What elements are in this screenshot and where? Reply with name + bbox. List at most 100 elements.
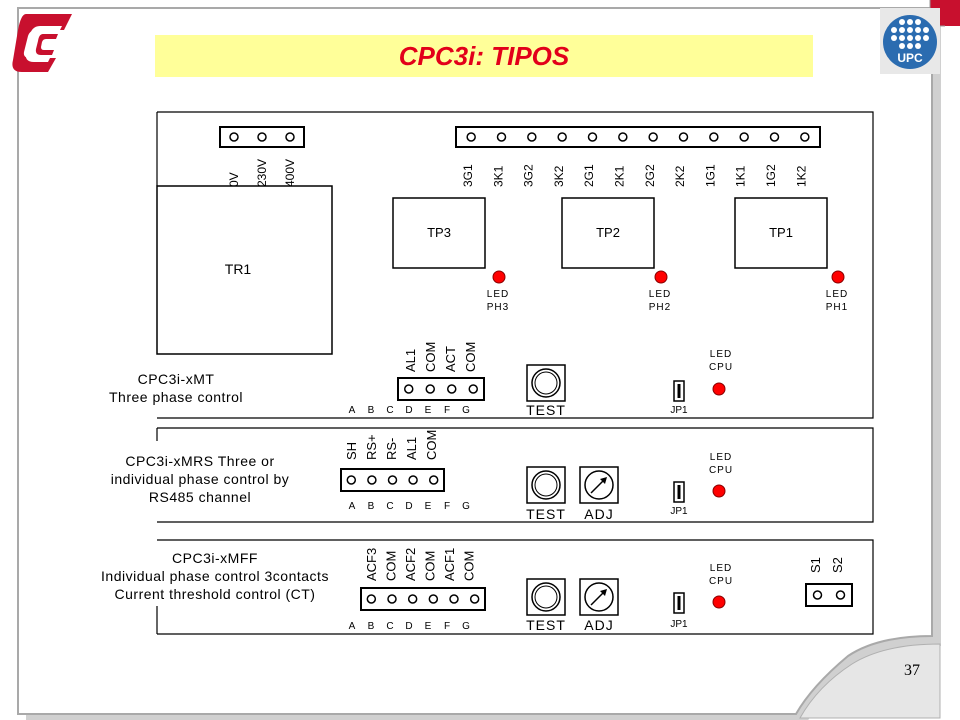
board-1-pin-label: ACT xyxy=(443,346,458,372)
terminal-hole xyxy=(449,594,459,604)
board-1-pin-label: COM xyxy=(463,342,478,372)
transformer-label: TR1 xyxy=(225,261,252,277)
tp-terminal-label: 2G2 xyxy=(643,164,657,187)
terminal-letter: D xyxy=(405,405,412,416)
terminal-hole xyxy=(557,132,567,142)
terminal-hole xyxy=(709,132,719,142)
terminal-letter: E xyxy=(425,405,432,416)
board-top-outline xyxy=(157,111,874,419)
board-3-jumper-label: JP1 xyxy=(670,619,688,630)
board-2-adj-label: ADJ xyxy=(584,506,613,522)
terminal-hole xyxy=(835,590,846,600)
board-2-pin-label: AL1 xyxy=(404,437,419,460)
phase-led-label: PH3 xyxy=(487,302,509,313)
upc-logo-text: UPC xyxy=(897,51,923,65)
test-button xyxy=(531,582,561,612)
tp-module-label: TP3 xyxy=(427,225,451,240)
board-3-led-label: LED xyxy=(710,563,732,574)
terminal-letter: F xyxy=(444,405,450,416)
terminal-letter: A xyxy=(349,501,356,512)
test-button xyxy=(531,470,561,500)
board-2-outline xyxy=(157,427,874,523)
board-2-test-label: TEST xyxy=(526,506,566,522)
terminal-hole xyxy=(428,594,439,604)
terminal-hole xyxy=(496,132,507,142)
board-2-led-label: CPU xyxy=(709,465,733,476)
terminal-hole xyxy=(769,132,780,142)
terminal-letter: G xyxy=(462,621,470,632)
terminal-hole xyxy=(468,384,478,394)
tp-terminal-label: 3G1 xyxy=(461,164,475,187)
board-3-terminal-strip xyxy=(360,587,486,611)
tp-terminal-label: 2K2 xyxy=(673,165,687,187)
terminal-hole xyxy=(678,132,689,142)
page-number: 37 xyxy=(904,662,920,679)
terminal-hole xyxy=(387,594,397,604)
title-bar: CPC3i: TIPOS xyxy=(155,35,813,77)
tp-terminal-label: 1G2 xyxy=(764,164,778,187)
page-title: CPC3i: TIPOS xyxy=(398,40,570,71)
tp-module xyxy=(392,197,486,269)
board-3-label: CPC3i-xMFF xyxy=(172,550,258,566)
board-3-led-label: CPU xyxy=(709,576,733,587)
terminal-letter: B xyxy=(368,621,375,632)
board-1-jumper-label: JP1 xyxy=(670,405,688,416)
board-2-pin-label: RS+ xyxy=(364,434,379,460)
board-3-switch-label: S1 xyxy=(808,557,823,573)
terminal-letter: C xyxy=(386,405,393,416)
board-3-pin-label: ACF1 xyxy=(442,548,457,581)
terminal-hole xyxy=(800,132,810,142)
board-label-bg xyxy=(90,548,340,606)
transformer-terminal-label: 400V xyxy=(283,159,297,187)
terminal-letter: A xyxy=(349,405,356,416)
tp-terminal-label: 1K2 xyxy=(794,165,808,187)
board-3-label: Individual phase control 3contacts xyxy=(101,568,329,584)
terminal-hole xyxy=(408,475,418,485)
transformer-terminal-label: 230V xyxy=(255,159,269,187)
test-button-inner xyxy=(534,371,558,395)
terminal-hole xyxy=(366,594,377,604)
board-2-pin-label: COM xyxy=(424,430,439,460)
board-1-terminal-strip xyxy=(397,377,485,401)
board-3-test-label: TEST xyxy=(526,617,566,633)
cpc-logo xyxy=(12,14,72,72)
tp-terminal-label: 3K2 xyxy=(552,165,566,187)
tp-module-label: TP1 xyxy=(769,225,793,240)
board-3-switch-label: S2 xyxy=(830,557,845,573)
board-2-label: individual phase control by xyxy=(111,471,290,487)
tp-terminal-label: 2K1 xyxy=(613,165,627,187)
terminal-hole xyxy=(469,594,480,604)
board-2-label: RS485 channel xyxy=(149,489,251,505)
terminal-letter: C xyxy=(386,501,393,512)
phase-led xyxy=(654,270,668,284)
phase-led-label: PH1 xyxy=(826,302,848,313)
terminal-hole xyxy=(812,590,823,600)
board-1-led-label: CPU xyxy=(709,362,733,373)
board-1-label: Three phase control xyxy=(109,389,243,405)
board-3-label: Current threshold control (CT) xyxy=(115,586,316,602)
phase-led-label: LED xyxy=(649,289,671,300)
terminal-hole xyxy=(447,384,457,394)
test-button xyxy=(531,368,561,398)
board-1-led-label: LED xyxy=(710,349,732,360)
phase-led xyxy=(831,270,845,284)
terminal-letter: F xyxy=(444,621,450,632)
terminal-letter: D xyxy=(405,621,412,632)
test-button-inner xyxy=(534,473,558,497)
phase-led-label: LED xyxy=(487,289,509,300)
board-3-adj-label: ADJ xyxy=(584,617,613,633)
terminal-hole xyxy=(404,384,414,394)
terminal-letter: E xyxy=(425,501,432,512)
tp-module-label: TP2 xyxy=(596,225,620,240)
terminal-letter: A xyxy=(349,621,356,632)
transformer-tr1 xyxy=(156,185,333,355)
board-3-pin-label: COM xyxy=(462,551,477,581)
terminal-letter: D xyxy=(405,501,412,512)
terminal-hole xyxy=(407,594,418,604)
jumper-pin xyxy=(677,384,681,398)
board-3-pin-label: COM xyxy=(423,551,438,581)
tp-module xyxy=(734,197,828,269)
jumper-pin xyxy=(677,485,681,499)
